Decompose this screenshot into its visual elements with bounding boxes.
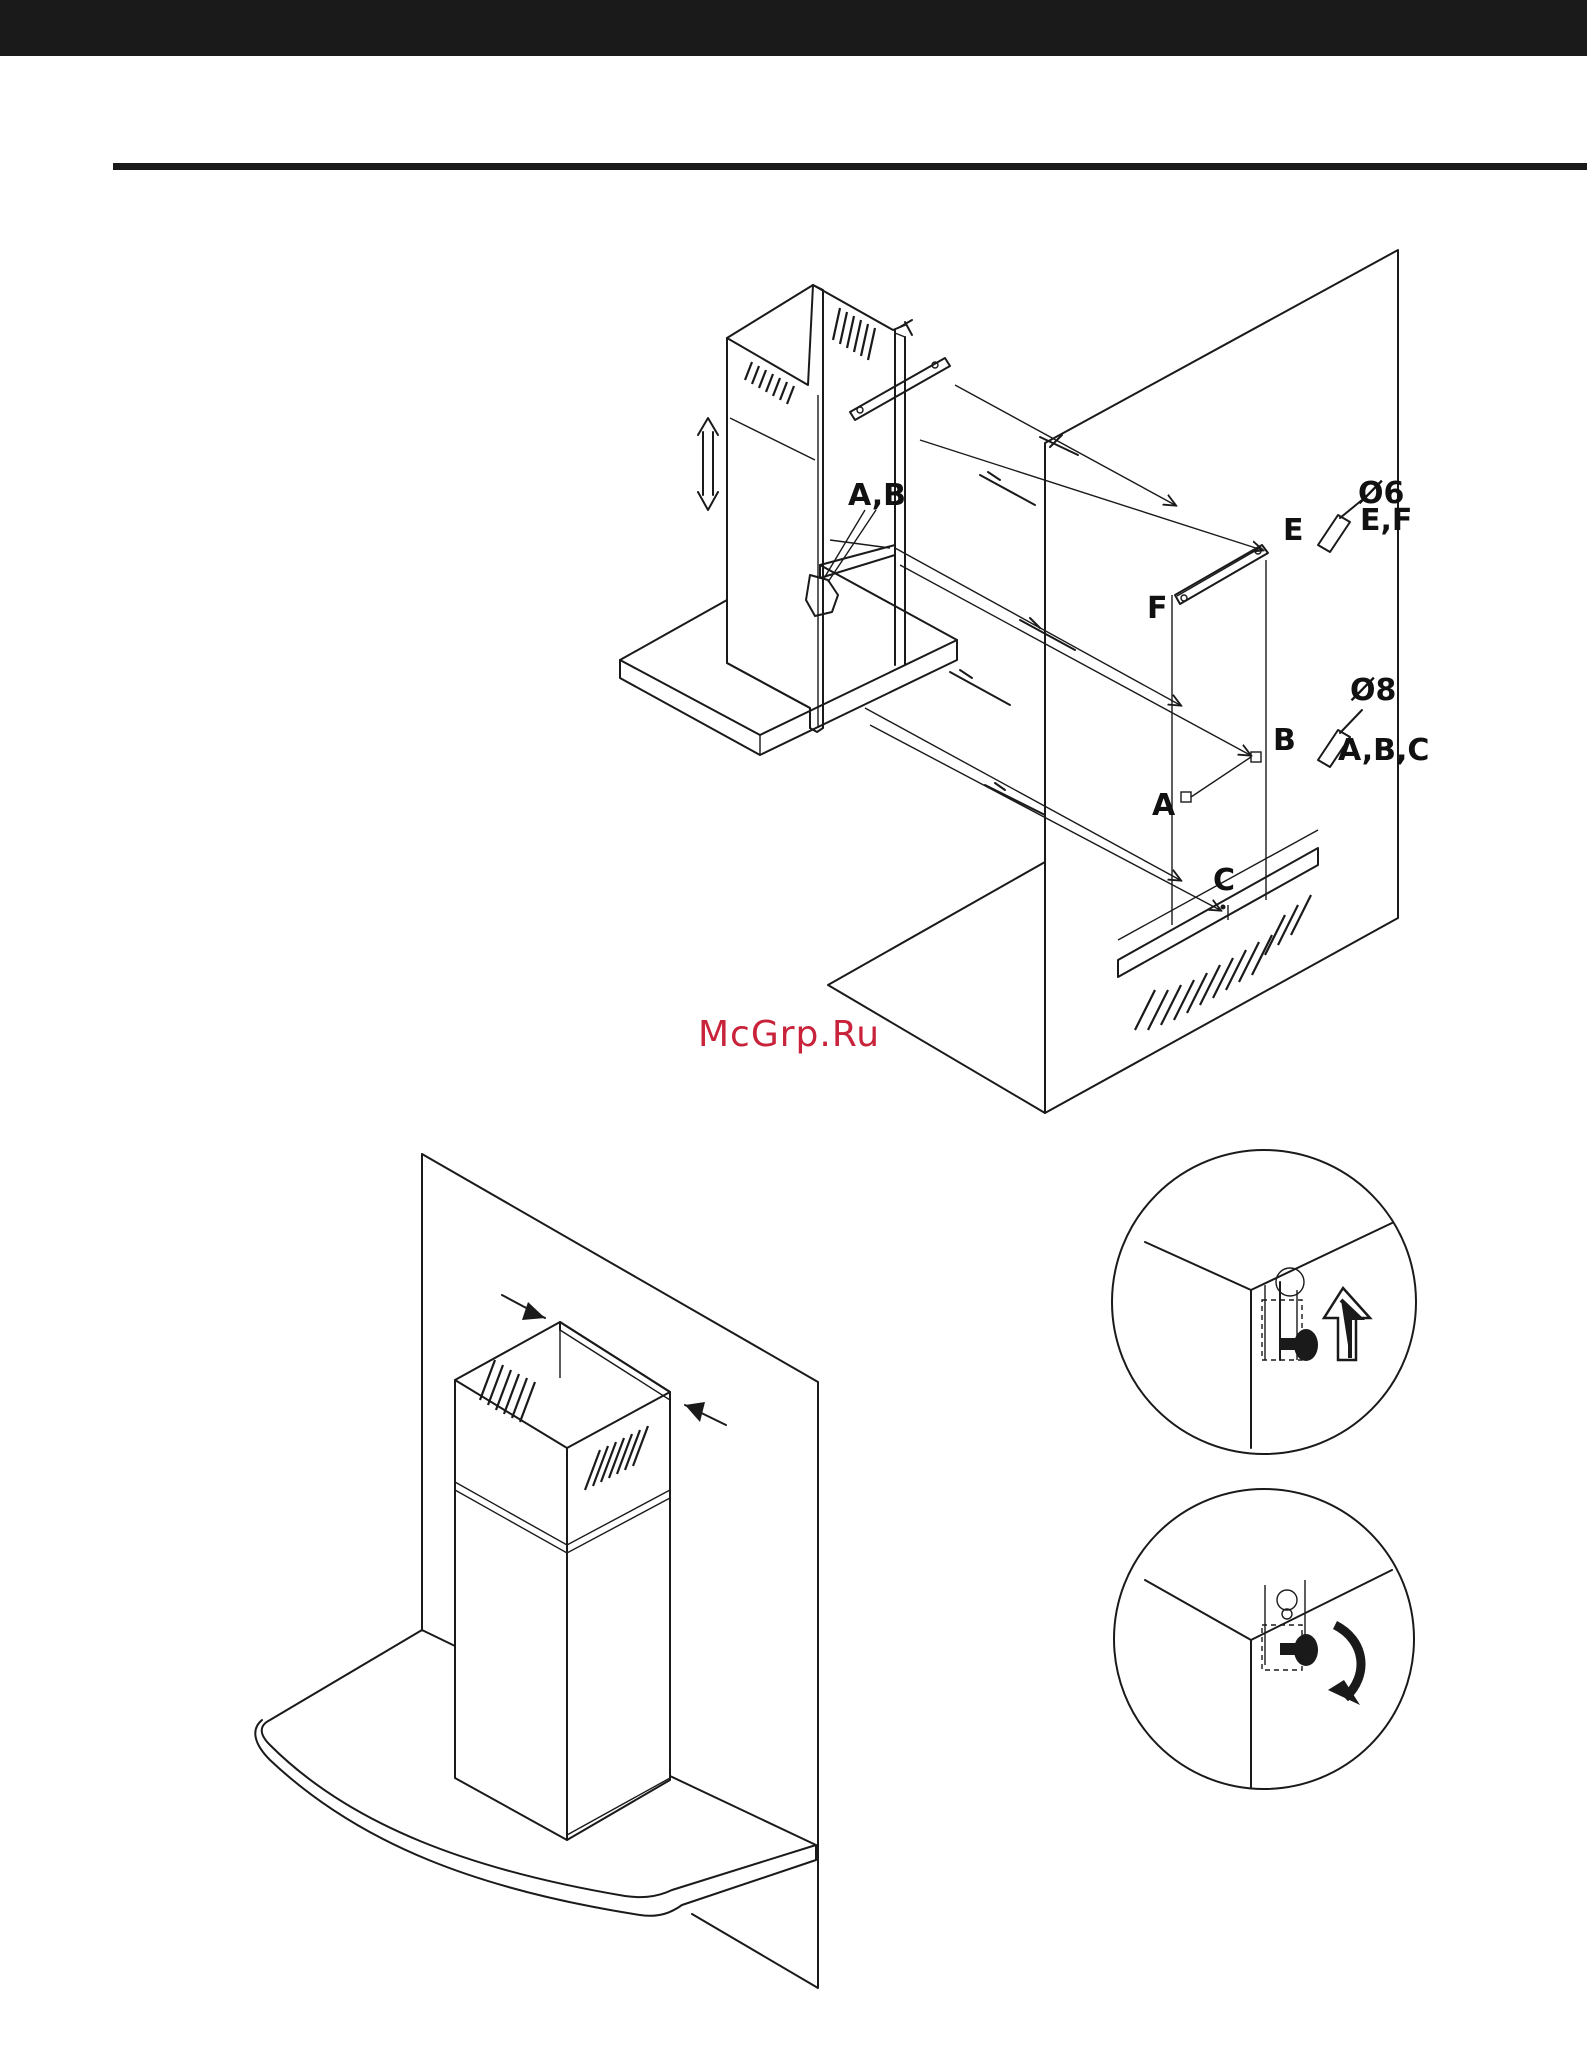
label-drill8-parts: A,B,C: [1338, 733, 1429, 768]
screw-c: [1221, 905, 1226, 910]
glass-canopy: [255, 1630, 816, 1916]
vent-grille-left: [745, 362, 794, 404]
screw-icon: [1280, 1329, 1318, 1361]
wall-hatching: [1135, 895, 1311, 1030]
press-arrow-icon: [502, 1295, 545, 1320]
floor-outline: [828, 862, 1045, 1113]
label-a: A: [1152, 788, 1176, 823]
detail-circle-lower: [1114, 1489, 1414, 1789]
up-down-arrow-icon: [698, 418, 718, 510]
label-ab-top: A,B: [848, 478, 906, 513]
watermark: McGrp.Ru: [698, 1014, 880, 1055]
label-c: C: [1213, 863, 1235, 898]
screw-b: [1251, 752, 1261, 762]
exploded-assembly-view: A,B E F A B C Ø6 E,F Ø8 A,B,C: [620, 250, 1429, 1113]
bracket-ef: [1175, 545, 1268, 604]
label-drill8: Ø8: [1350, 673, 1396, 708]
press-arrow-icon: [685, 1402, 726, 1425]
screw-icon: [1280, 1634, 1318, 1666]
label-b: B: [1273, 723, 1296, 758]
top-bracket: [850, 358, 950, 420]
vent-grille-side: [585, 1426, 648, 1490]
screw-a: [1181, 792, 1191, 802]
canopy-top: [620, 565, 957, 735]
label-drill6-parts: E,F: [1360, 503, 1412, 538]
drill-bit-icon: [1318, 500, 1362, 552]
wall-outline: [1045, 250, 1398, 1113]
rotate-arrow-icon: [1328, 1625, 1361, 1705]
detail-circle-upper: [1112, 1150, 1416, 1454]
inner-support: [820, 545, 895, 578]
label-e: E: [1283, 513, 1304, 548]
projection-lines: [865, 385, 1262, 910]
chimney-top: [455, 1322, 670, 1448]
up-arrow-icon: [1324, 1288, 1370, 1360]
wall-plugs: [950, 435, 1078, 815]
assembled-hood-view: [255, 1154, 818, 1988]
label-f: F: [1147, 591, 1168, 626]
